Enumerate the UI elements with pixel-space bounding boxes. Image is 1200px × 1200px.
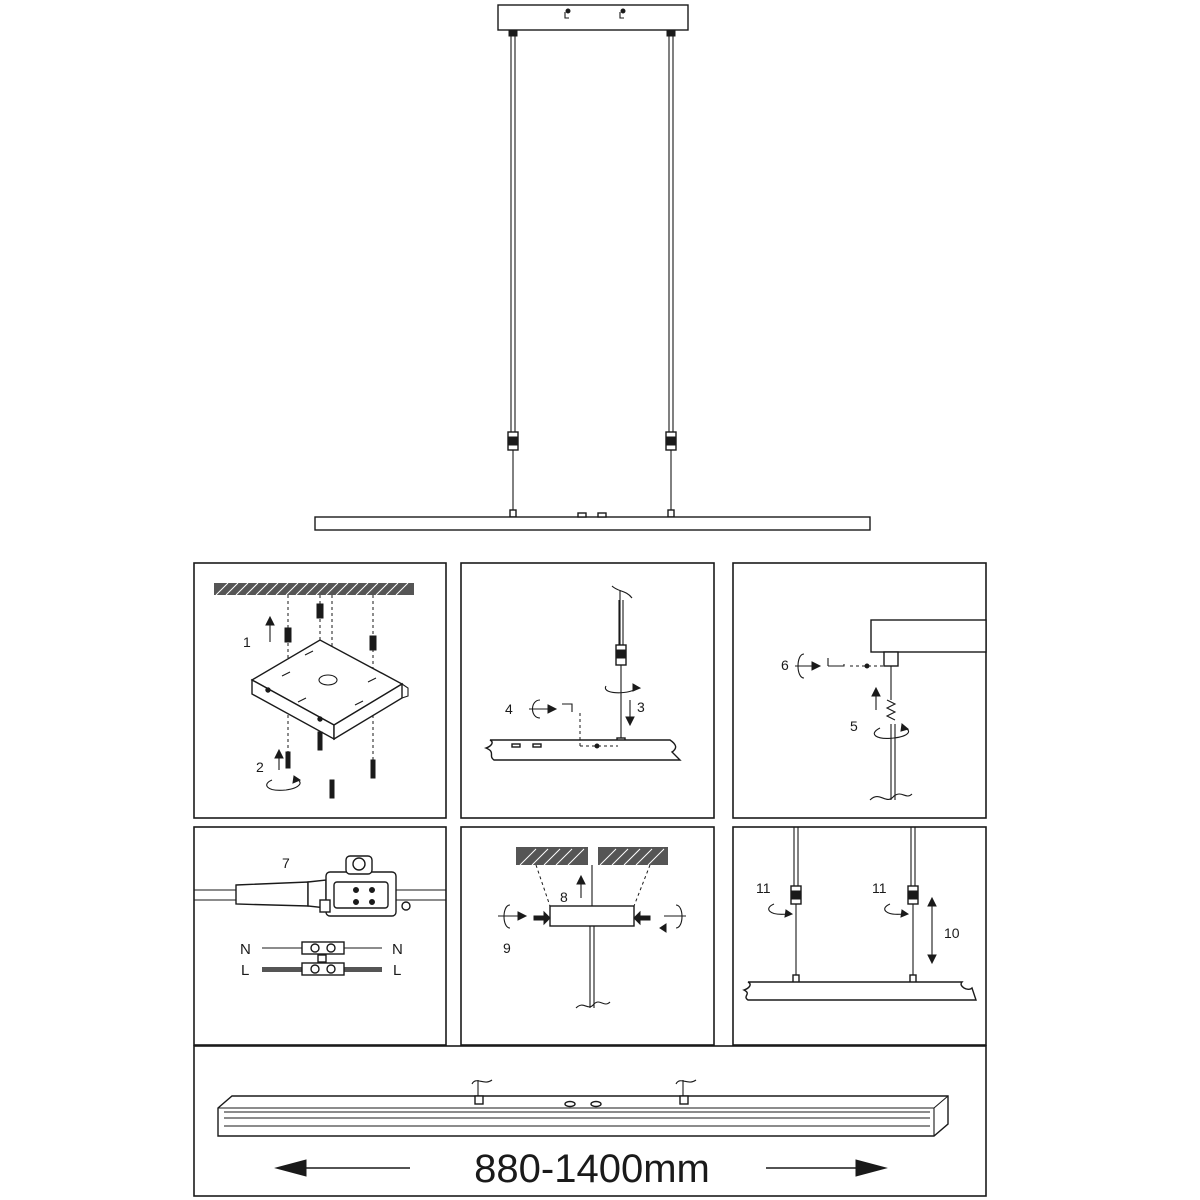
lamp-bar-segment <box>483 739 682 761</box>
ceiling-canopy <box>497 4 689 31</box>
step-4-label: 4 <box>505 701 513 717</box>
wire-n-right: N <box>392 941 403 958</box>
step-10-label: 10 <box>944 925 960 941</box>
lamp-bar-segment-2 <box>742 981 977 1001</box>
panel-canopy-cable: 5 6 <box>781 619 987 801</box>
lamp-bar <box>314 516 871 531</box>
wire-l-left: L <box>241 962 249 979</box>
step-11-label-right: 11 <box>872 880 887 896</box>
ceiling-hatch <box>214 583 414 595</box>
wire-l-right: L <box>393 962 401 979</box>
panel-mounting-plate: 1 2 <box>214 582 414 799</box>
step-5-label: 5 <box>850 718 858 734</box>
lamp-overview <box>314 4 871 531</box>
wire-n-left: N <box>240 941 251 958</box>
panel-wiring: 7 N N L L <box>194 855 446 979</box>
step-3-label: 3 <box>637 699 645 715</box>
canopy-corner <box>870 619 987 653</box>
step-7-label: 7 <box>282 855 290 871</box>
lamp-bar-3d <box>217 1095 949 1137</box>
step-6-label: 6 <box>781 657 789 673</box>
step-8-label: 8 <box>560 889 568 905</box>
step-11-label-left: 11 <box>756 880 771 896</box>
panel-grid <box>193 562 987 1197</box>
panel-cable-attach: 3 4 <box>483 585 682 761</box>
panel-height-adjust: 10 11 11 <box>742 827 977 1001</box>
step-2-label: 2 <box>256 759 264 775</box>
canopy-box <box>549 905 635 927</box>
step-1-label: 1 <box>243 634 251 650</box>
panel-dimension: 880-1400mm <box>217 1079 949 1191</box>
dimension-label: 880-1400mm <box>474 1147 710 1191</box>
panel-canopy-fix: 8 9 <box>498 847 686 1009</box>
step-9-label: 9 <box>503 940 511 956</box>
